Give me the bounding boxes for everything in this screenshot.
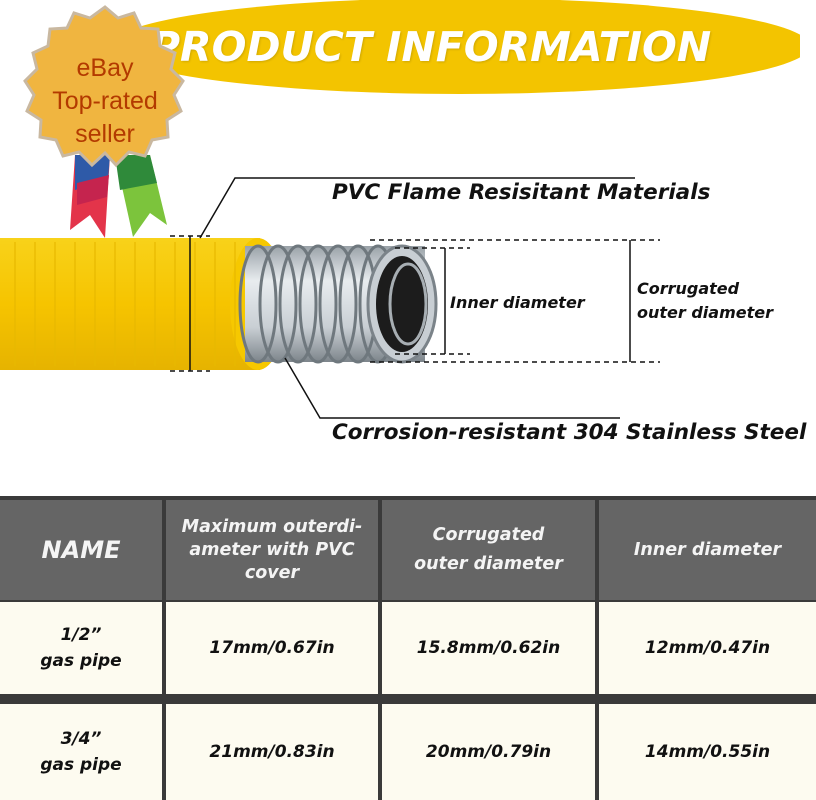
header-max-outer-diameter: Maximum outerdi- ameter with PVC cover (166, 500, 378, 600)
pvc-label: PVC Flame Resisitant Materials (332, 180, 711, 205)
spec-table: NAME Maximum outerdi- ameter with PVC co… (0, 496, 816, 800)
banner-ellipse (110, 0, 800, 94)
row-inner: 12mm/0.47in (599, 602, 816, 694)
banner-title: PRODUCT INFORMATION (150, 23, 712, 71)
row-name: 1/2” gas pipe (0, 602, 162, 694)
pipe-diagram: PVC Flame Resisitant Materials Inner dia… (0, 150, 816, 460)
badge-ribbon-left (70, 155, 110, 238)
pvc-jacket (0, 238, 286, 370)
row-corrugated-outer: 20mm/0.79in (382, 704, 595, 800)
product-information-banner (100, 0, 800, 95)
row-inner: 14mm/0.55in (599, 704, 816, 800)
header-inner-diameter: Inner diameter (599, 500, 816, 600)
badge-seal (23, 5, 185, 168)
row-corrugated-outer: 15.8mm/0.62in (382, 602, 595, 694)
badge-text: eBay Top-rated seller (52, 54, 158, 148)
stainless-steel-label: Corrosion-resistant 304 Stainless Steel (332, 420, 807, 445)
row-name: 3/4” gas pipe (0, 704, 162, 800)
header-name: NAME (0, 500, 162, 600)
ebay-top-rated-badge: eBay Top-rated seller (15, 5, 195, 245)
badge-ribbon-right (115, 155, 167, 237)
row-max-outer: 21mm/0.83in (166, 704, 378, 800)
table-header-row: NAME Maximum outerdi- ameter with PVC co… (0, 500, 816, 600)
row-max-outer: 17mm/0.67in (166, 602, 378, 694)
table-row: 1/2” gas pipe 17mm/0.67in 15.8mm/0.62in … (0, 602, 816, 694)
inner-diameter-label: Inner diameter (450, 293, 585, 312)
dimension-lines (170, 177, 660, 419)
corrugated-outer-diameter-label: Corrugated outer diameter (637, 279, 773, 322)
header-corrugated-outer-diameter: Corrugated outer diameter (382, 500, 595, 600)
table-row: 3/4” gas pipe 21mm/0.83in 20mm/0.79in 14… (0, 704, 816, 800)
stainless-steel-corrugation (238, 244, 438, 364)
